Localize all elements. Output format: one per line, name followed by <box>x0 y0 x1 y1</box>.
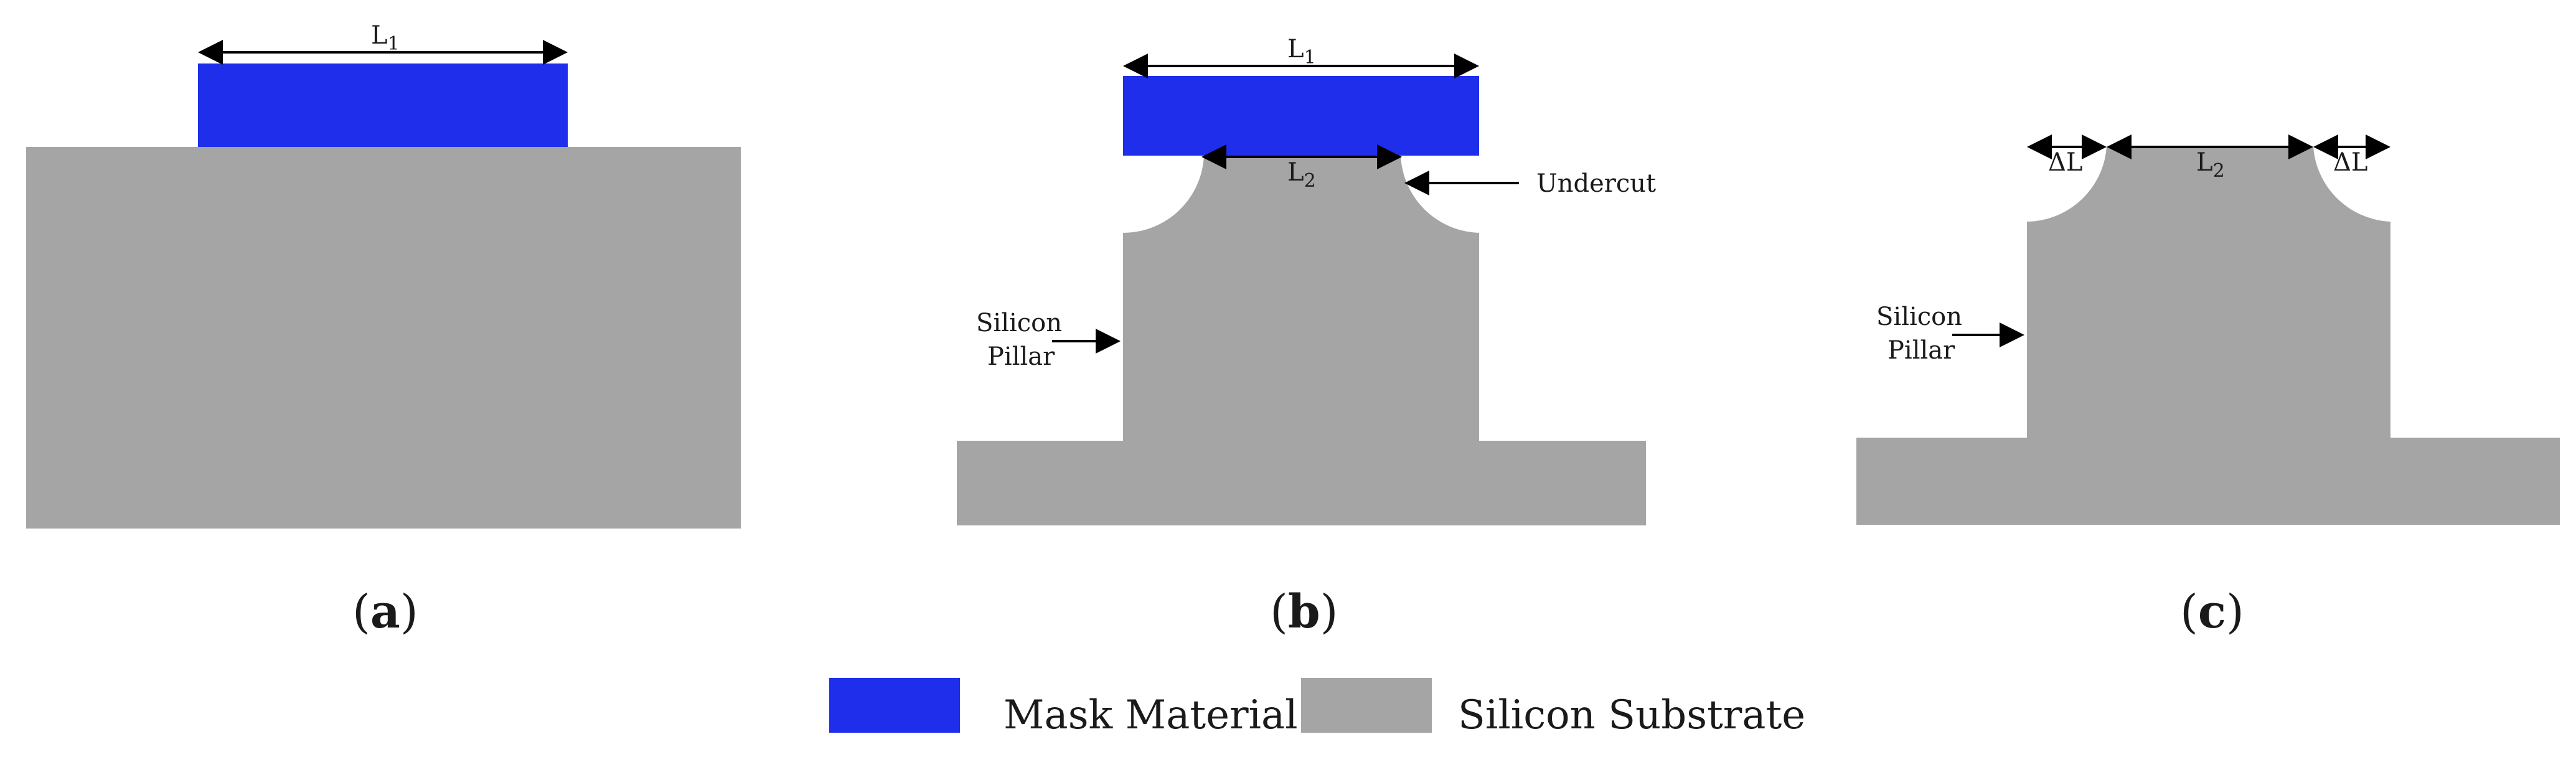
dimension-label-l2-c: L2 <box>2196 148 2225 182</box>
pillar-label-b-line1: Silicon <box>976 309 1062 337</box>
panel-label-c: (c) <box>2180 585 2244 639</box>
silicon-pillar-b <box>1123 156 1479 441</box>
dimension-label-l1-a: L1 <box>371 21 400 55</box>
undercut-label: Undercut <box>1536 169 1656 198</box>
dimension-label-l2-b: L2 <box>1287 158 1316 192</box>
panel-label-a: (a) <box>352 585 418 639</box>
panel-a: L1 (a) <box>26 21 741 639</box>
substrate-base-c <box>1856 438 2560 525</box>
pillar-label-c-line1: Silicon <box>1876 303 1962 331</box>
panel-label-b: (b) <box>1270 585 1338 639</box>
legend-swatch-mask <box>829 678 960 733</box>
panel-c: ΔL L2 ΔL Silicon Pillar (c) <box>1856 134 2560 639</box>
panel-b: L1 L2 Undercut Silicon Pillar (b) <box>957 35 1656 639</box>
mask-block-b <box>1123 76 1479 156</box>
silicon-pillar-c <box>2027 147 2390 438</box>
pillar-label-c-line2: Pillar <box>1887 336 1955 365</box>
delta-label-right: ΔL <box>2333 148 2367 177</box>
legend-label-silicon: Silicon Substrate <box>1458 692 1805 738</box>
delta-label-left: ΔL <box>2048 148 2082 177</box>
substrate-block-a <box>26 147 741 529</box>
mask-block-a <box>198 63 568 147</box>
legend-label-mask: Mask Material <box>1004 692 1298 738</box>
pillar-label-b-line2: Pillar <box>987 342 1055 371</box>
dimension-label-l1-b: L1 <box>1287 35 1316 68</box>
legend-swatch-silicon <box>1301 678 1432 733</box>
legend: Mask Material Silicon Substrate <box>829 678 1805 738</box>
substrate-base-b <box>957 441 1646 525</box>
